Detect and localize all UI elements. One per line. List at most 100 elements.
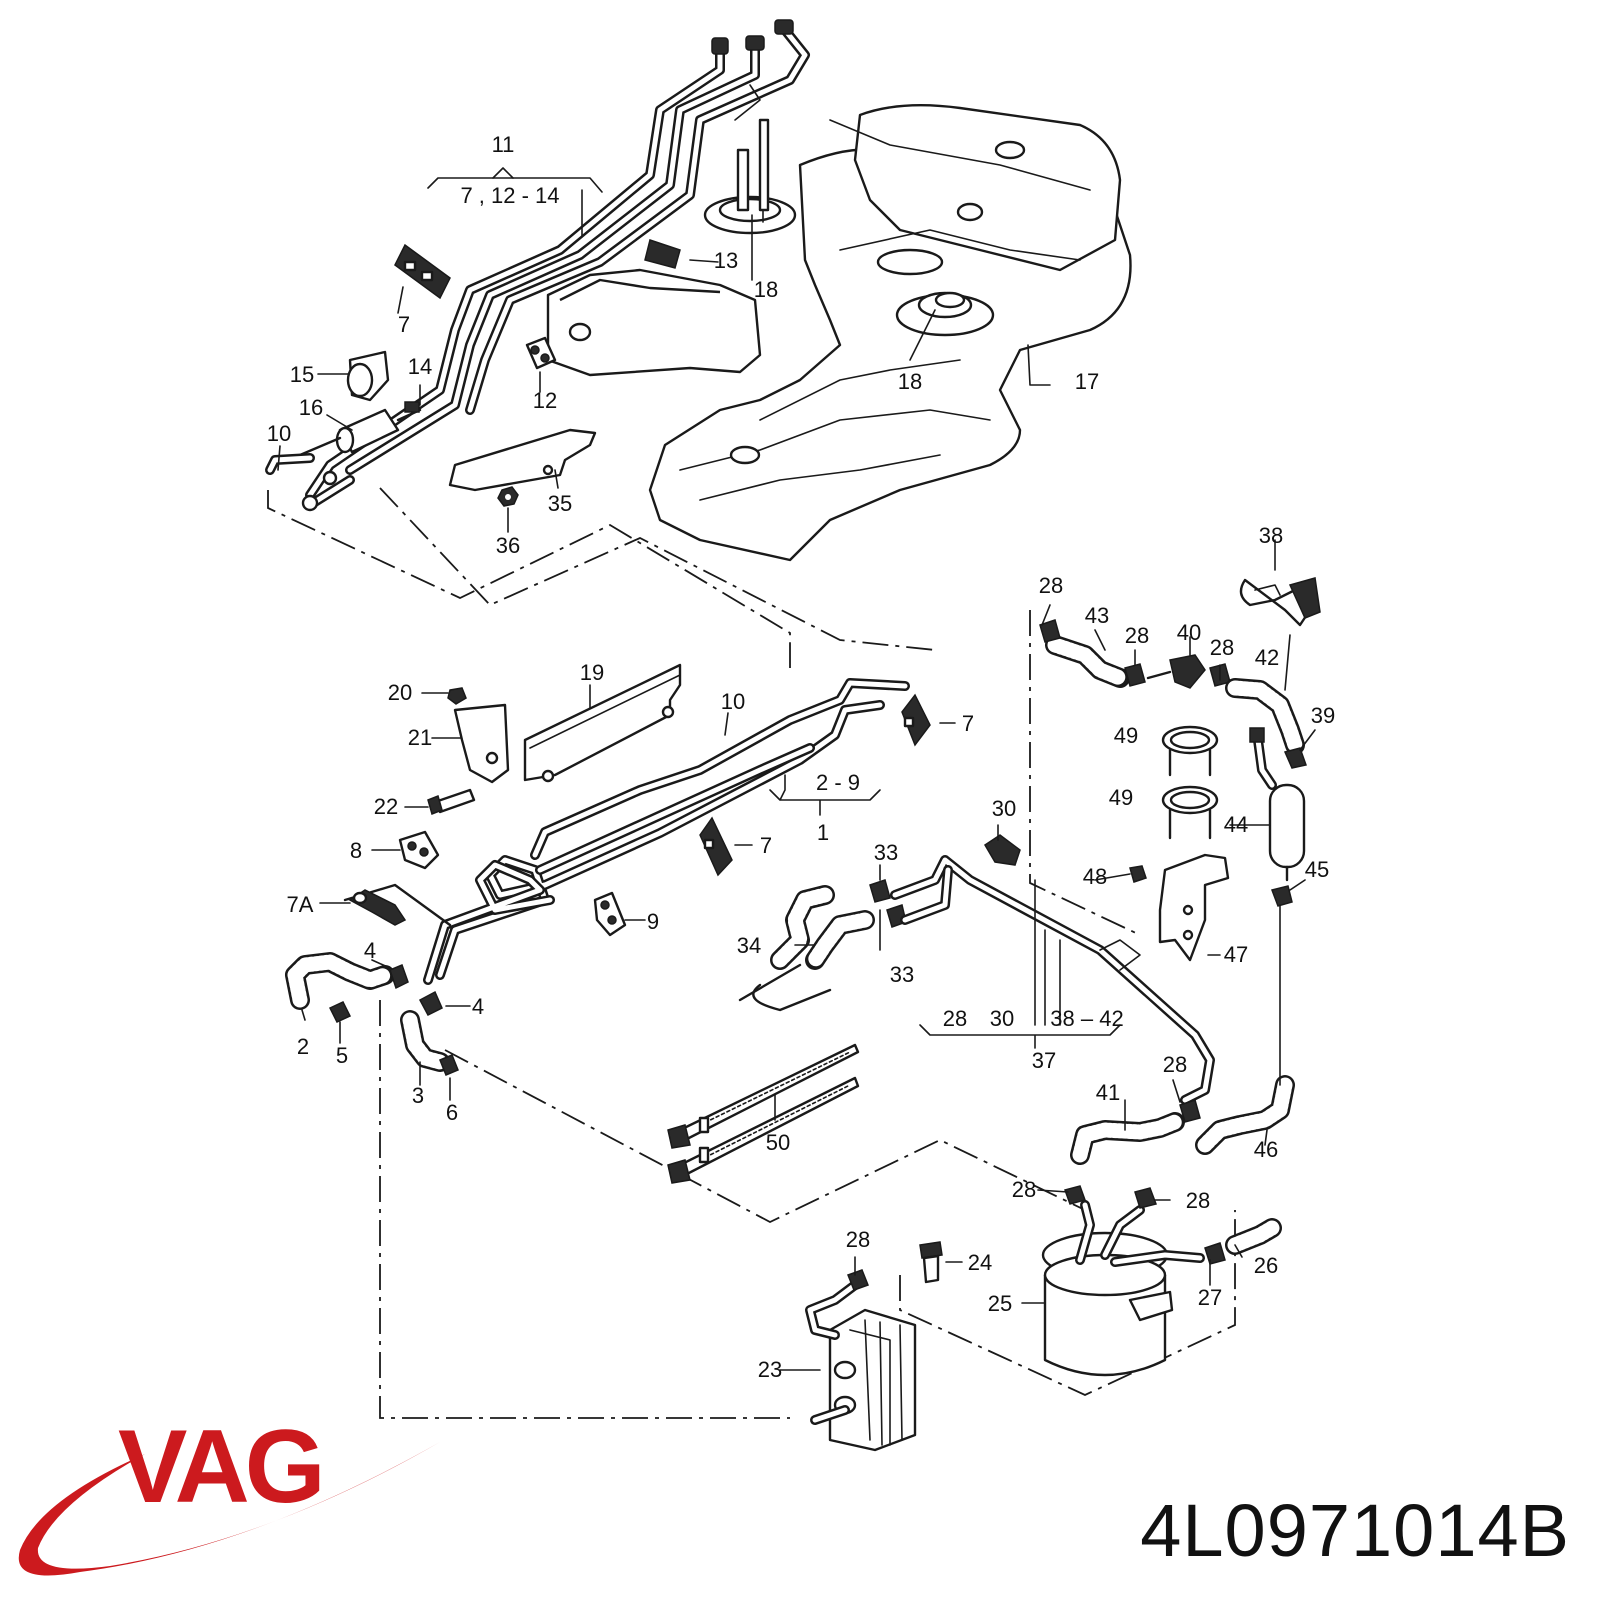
hose-26 [1204,1218,1282,1265]
callout-23: 23 [758,1357,782,1382]
callout-3: 3 [412,1083,424,1108]
callout-6: 6 [446,1100,458,1125]
vag-logo: VAG [18,1409,440,1576]
callout-13: 13 [714,248,738,273]
callout-45: 45 [1305,857,1329,882]
clip-13 [644,239,681,269]
fuel-sender-right [895,291,995,337]
callout-39: 39 [1311,703,1335,728]
callout-28-f: 28 [1186,1188,1210,1213]
hose-46 [1195,1075,1295,1155]
callout-4-right: 4 [472,994,484,1019]
cable-ties-50 [667,1043,860,1184]
callout-24: 24 [968,1250,992,1275]
fuel-filter-16 [298,401,422,457]
callout-5: 5 [336,1043,348,1068]
bracket-15 [346,350,390,402]
callout-8: 8 [350,838,362,863]
clip-7A [348,889,407,926]
hose-43 [1039,619,1146,688]
callout-group-7-12-14: 7 , 12 - 14 [460,183,559,208]
callout-47: 47 [1224,942,1248,967]
callout-14: 14 [408,354,432,379]
fuel-sender-left [703,118,797,235]
bolt-22 [427,788,476,816]
fuel-cooler-23 [805,1269,917,1452]
nut-20 [447,687,467,705]
callout-19: 19 [580,660,604,685]
callout-49-bottom: 49 [1109,785,1133,810]
vag-logo-text: VAG [118,1409,321,1525]
callout-15: 15 [290,362,314,387]
bolt-24 [919,1241,943,1284]
callout-33-top: 33 [874,840,898,865]
callout-44: 44 [1224,812,1248,837]
nut-36 [497,486,519,507]
assembly-outline-upper [267,487,936,668]
part-number: 4L0971014B [1140,1489,1570,1572]
callout-28-e: 28 [1012,1177,1036,1202]
callout-20: 20 [388,680,412,705]
callout-21: 21 [408,725,432,750]
callout-12: 12 [533,388,557,413]
callout-7-mid-left: 7 [760,833,772,858]
callout-28-g: 28 [846,1227,870,1252]
callout-10-mid: 10 [721,689,745,714]
callout-labels: 11 7 , 12 - 14 13 18 7 12 15 14 16 10 35… [267,132,1335,1382]
holder-9 [593,891,627,937]
callout-group-2-9: 2 - 9 [816,770,860,795]
assembly-outline-lower [379,610,1236,1419]
holder-12 [525,336,557,370]
callout-11: 11 [492,132,515,157]
holder-8 [398,830,440,870]
callout-49-top: 49 [1114,723,1138,748]
fuel-tank [546,104,1132,562]
clip-7-mid-right [901,693,931,747]
callout-46: 46 [1254,1137,1278,1162]
line-10-upper [265,453,355,512]
leader-lines [277,167,1316,1371]
callout-26: 26 [1254,1253,1278,1278]
fuel-filter-25 [1041,1185,1205,1377]
rings-49 [1161,725,1219,840]
callout-22: 22 [374,794,398,819]
callout-30: 30 [992,796,1016,821]
callout-37: 37 [1032,1048,1056,1073]
callout-10-upper: 10 [267,421,291,446]
callout-7-upper: 7 [398,312,410,337]
callout-28-a: 28 [1039,573,1063,598]
clip-7-mid-left [699,816,733,877]
callout-28-b: 28 [1125,623,1149,648]
callout-9: 9 [647,909,659,934]
callout-18-right: 18 [898,369,922,394]
callout-34: 34 [737,933,761,958]
callout-50: 50 [766,1130,790,1155]
callout-27: 27 [1198,1285,1222,1310]
callout-7-mid-right: 7 [962,711,974,736]
hose-2 [285,952,395,1010]
clamps-4-5-6 [328,964,459,1076]
callout-35: 35 [548,491,572,516]
callout-36: 36 [496,533,520,558]
callout-43: 43 [1085,603,1109,628]
heat-shield-35 [448,428,597,492]
callout-17: 17 [1075,369,1099,394]
callout-28-d: 28 [1163,1052,1187,1077]
callout-2: 2 [297,1034,309,1059]
clip-7-upper [394,243,451,300]
clip-30 [983,834,1021,866]
callout-40: 40 [1177,620,1201,645]
hose-34 [738,885,875,1012]
clamps-33 [869,879,907,928]
hose-42 [1225,678,1305,755]
pump-44 [1249,727,1306,882]
hose-41 [1070,1099,1201,1165]
callout-7A: 7A [287,892,314,917]
callout-group-37-28: 28 [943,1006,967,1031]
callout-48: 48 [1083,864,1107,889]
nut-48 [1129,865,1147,883]
callout-4-left: 4 [364,938,376,963]
callout-18-left: 18 [754,277,778,302]
